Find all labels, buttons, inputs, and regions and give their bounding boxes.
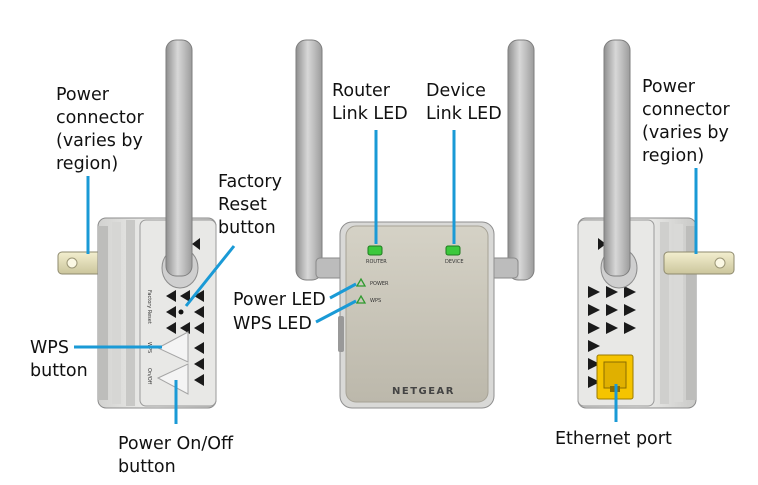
front-view: ROUTER DEVICE POWER WPS NETGEAR <box>295 39 535 409</box>
label-line: button <box>118 457 176 477</box>
label-ethernet-port: Ethernet port <box>555 429 672 449</box>
label-device-link-led: Device Link LED <box>426 81 502 124</box>
ethernet-port <box>596 354 634 400</box>
right-antenna <box>600 39 638 289</box>
side-onoff-text: On/Off <box>146 368 152 385</box>
front-device-face <box>345 225 489 403</box>
power-plug-prong-right <box>663 251 735 275</box>
callout-lines <box>74 130 698 424</box>
label-line: button <box>218 218 276 238</box>
label-line: Factory <box>218 172 282 192</box>
callout-power-led <box>329 282 357 300</box>
power-tag-text: POWER <box>370 281 389 287</box>
label-line: Power <box>56 85 110 105</box>
label-line: Router <box>332 81 391 101</box>
label-factory-reset: Factory Reset button <box>218 172 282 238</box>
label-line: Power On/Off <box>118 434 234 454</box>
label-line: button <box>30 361 88 381</box>
factory-reset-hole <box>178 309 184 315</box>
callout-factory-reset <box>184 245 236 307</box>
label-line: Device <box>426 81 486 101</box>
router-tag-text: ROUTER <box>366 259 387 265</box>
label-line: WPS <box>30 338 69 358</box>
left-device-body: Factory Reset WPS On/Off <box>97 217 217 409</box>
label-line: (varies by <box>642 123 729 143</box>
label-power-led: Power LED <box>233 290 326 310</box>
left-side-view: Factory Reset WPS On/Off <box>57 39 217 409</box>
wps-led <box>355 294 367 304</box>
device-tag-text: DEVICE <box>445 259 464 265</box>
front-side-button <box>338 316 344 352</box>
label-line: Link LED <box>332 104 408 124</box>
label-power-onoff: Power On/Off button <box>118 434 234 477</box>
label-power-connector-left: Power connector (varies by region) <box>56 85 144 174</box>
label-line: connector <box>642 100 730 120</box>
label-line: Link LED <box>426 104 502 124</box>
wps-button-shape <box>156 331 189 363</box>
label-line: region) <box>642 146 704 166</box>
power-led <box>355 277 367 287</box>
netgear-brand: NETGEAR <box>392 386 455 397</box>
label-wps-led: WPS LED <box>233 314 312 334</box>
label-line: Reset <box>218 195 267 215</box>
power-onoff-button-shape <box>156 363 189 395</box>
label-line: region) <box>56 154 118 174</box>
right-device-body <box>577 217 697 409</box>
router-link-led <box>367 245 383 256</box>
wps-tag-text: WPS <box>370 298 381 304</box>
side-factory-reset-text: Factory Reset <box>146 290 152 324</box>
callout-wps-led <box>315 299 357 324</box>
left-vent-grille <box>166 238 204 386</box>
label-wps-button: WPS button <box>30 338 88 381</box>
right-side-view <box>577 39 735 409</box>
label-power-connector-right: Power connector (varies by region) <box>642 77 730 166</box>
label-router-link-led: Router Link LED <box>332 81 408 124</box>
label-line: Power <box>642 77 696 97</box>
left-antenna <box>161 39 199 289</box>
device-link-led <box>445 245 461 256</box>
label-line: connector <box>56 108 144 128</box>
label-line: (varies by <box>56 131 143 151</box>
right-vent-grille <box>588 238 636 388</box>
